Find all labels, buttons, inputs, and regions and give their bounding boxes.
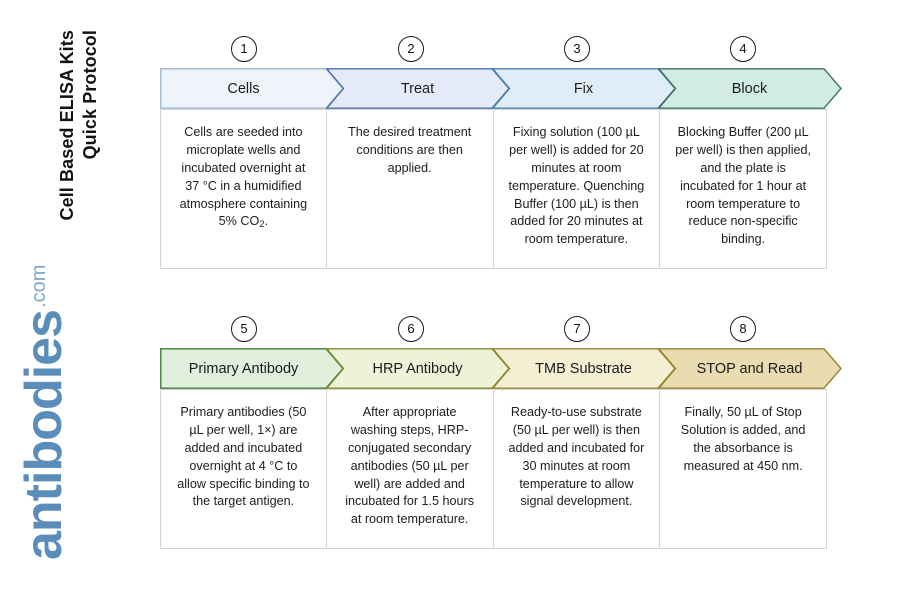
antibodies-logo: antibodies.com (15, 265, 73, 560)
chevron-strip-1: Cells Treat Fix Block (160, 68, 860, 109)
chevron-strip-2: Primary Antibody HRP Antibody TMB Substr… (160, 348, 860, 389)
step-number-1: 1 (231, 36, 257, 62)
step-number-5: 5 (231, 316, 257, 342)
chevron-shape-5 (160, 348, 344, 389)
chevron-step-2[interactable]: Treat (326, 68, 511, 109)
chevron-shape-1 (160, 68, 344, 109)
chevron-step-8[interactable]: STOP and Read (658, 348, 843, 389)
step-number-6: 6 (398, 316, 424, 342)
step-number-3: 3 (564, 36, 590, 62)
step-body-6: After appropriate washing steps, HRP-con… (326, 389, 494, 549)
step-number-strip-2: 5 6 7 8 (160, 316, 844, 348)
step-body-8: Finally, 50 µL of Stop Solution is added… (660, 389, 827, 549)
co2-subscript: 2 (259, 219, 265, 231)
step-body-5: Primary antibodies (50 µL per well, 1×) … (160, 389, 327, 549)
body-strip-2: Primary antibodies (50 µL per well, 1×) … (160, 389, 827, 549)
step-body-1: Cells are seeded into microplate wells a… (160, 109, 327, 269)
chevron-shape-6 (326, 348, 510, 389)
chevron-step-4[interactable]: Block (658, 68, 843, 109)
chevron-shape-4 (658, 68, 842, 109)
step-body-2: The desired treatment conditions are the… (326, 109, 494, 269)
step-body-text-1: Cells are seeded into microplate wells a… (179, 125, 308, 229)
protocol-row-2: 5 6 7 8 Primary Antibody HRP Antibody TM… (160, 316, 860, 549)
chevron-step-1[interactable]: Cells (160, 68, 345, 109)
step-body-3: Fixing solution (100 µL per well) is add… (493, 109, 661, 269)
logo-wordmark: antibodies (15, 309, 73, 560)
page-title: Cell Based ELISA Kits Quick Protocol (57, 30, 101, 221)
body-strip-1: Cells are seeded into microplate wells a… (160, 109, 827, 269)
step-number-8: 8 (730, 316, 756, 342)
chevron-shape-3 (492, 68, 676, 109)
protocol-row-1: 1 2 3 4 Cells Treat Fix Block (160, 36, 860, 269)
chevron-shape-7 (492, 348, 676, 389)
chevron-step-5[interactable]: Primary Antibody (160, 348, 345, 389)
chevron-step-7[interactable]: TMB Substrate (492, 348, 677, 389)
logo-tld: .com (28, 264, 50, 308)
chevron-step-6[interactable]: HRP Antibody (326, 348, 511, 389)
step-body-7: Ready-to-use substrate (50 µL per well) … (493, 389, 661, 549)
chevron-shape-8 (658, 348, 842, 389)
step-number-strip-1: 1 2 3 4 (160, 36, 844, 68)
step-number-7: 7 (564, 316, 590, 342)
step-body-4: Blocking Buffer (200 µL per well) is the… (660, 109, 827, 269)
chevron-step-3[interactable]: Fix (492, 68, 677, 109)
step-number-4: 4 (730, 36, 756, 62)
step-number-2: 2 (398, 36, 424, 62)
step-body-tail-1: . (264, 214, 269, 229)
chevron-shape-2 (326, 68, 510, 109)
